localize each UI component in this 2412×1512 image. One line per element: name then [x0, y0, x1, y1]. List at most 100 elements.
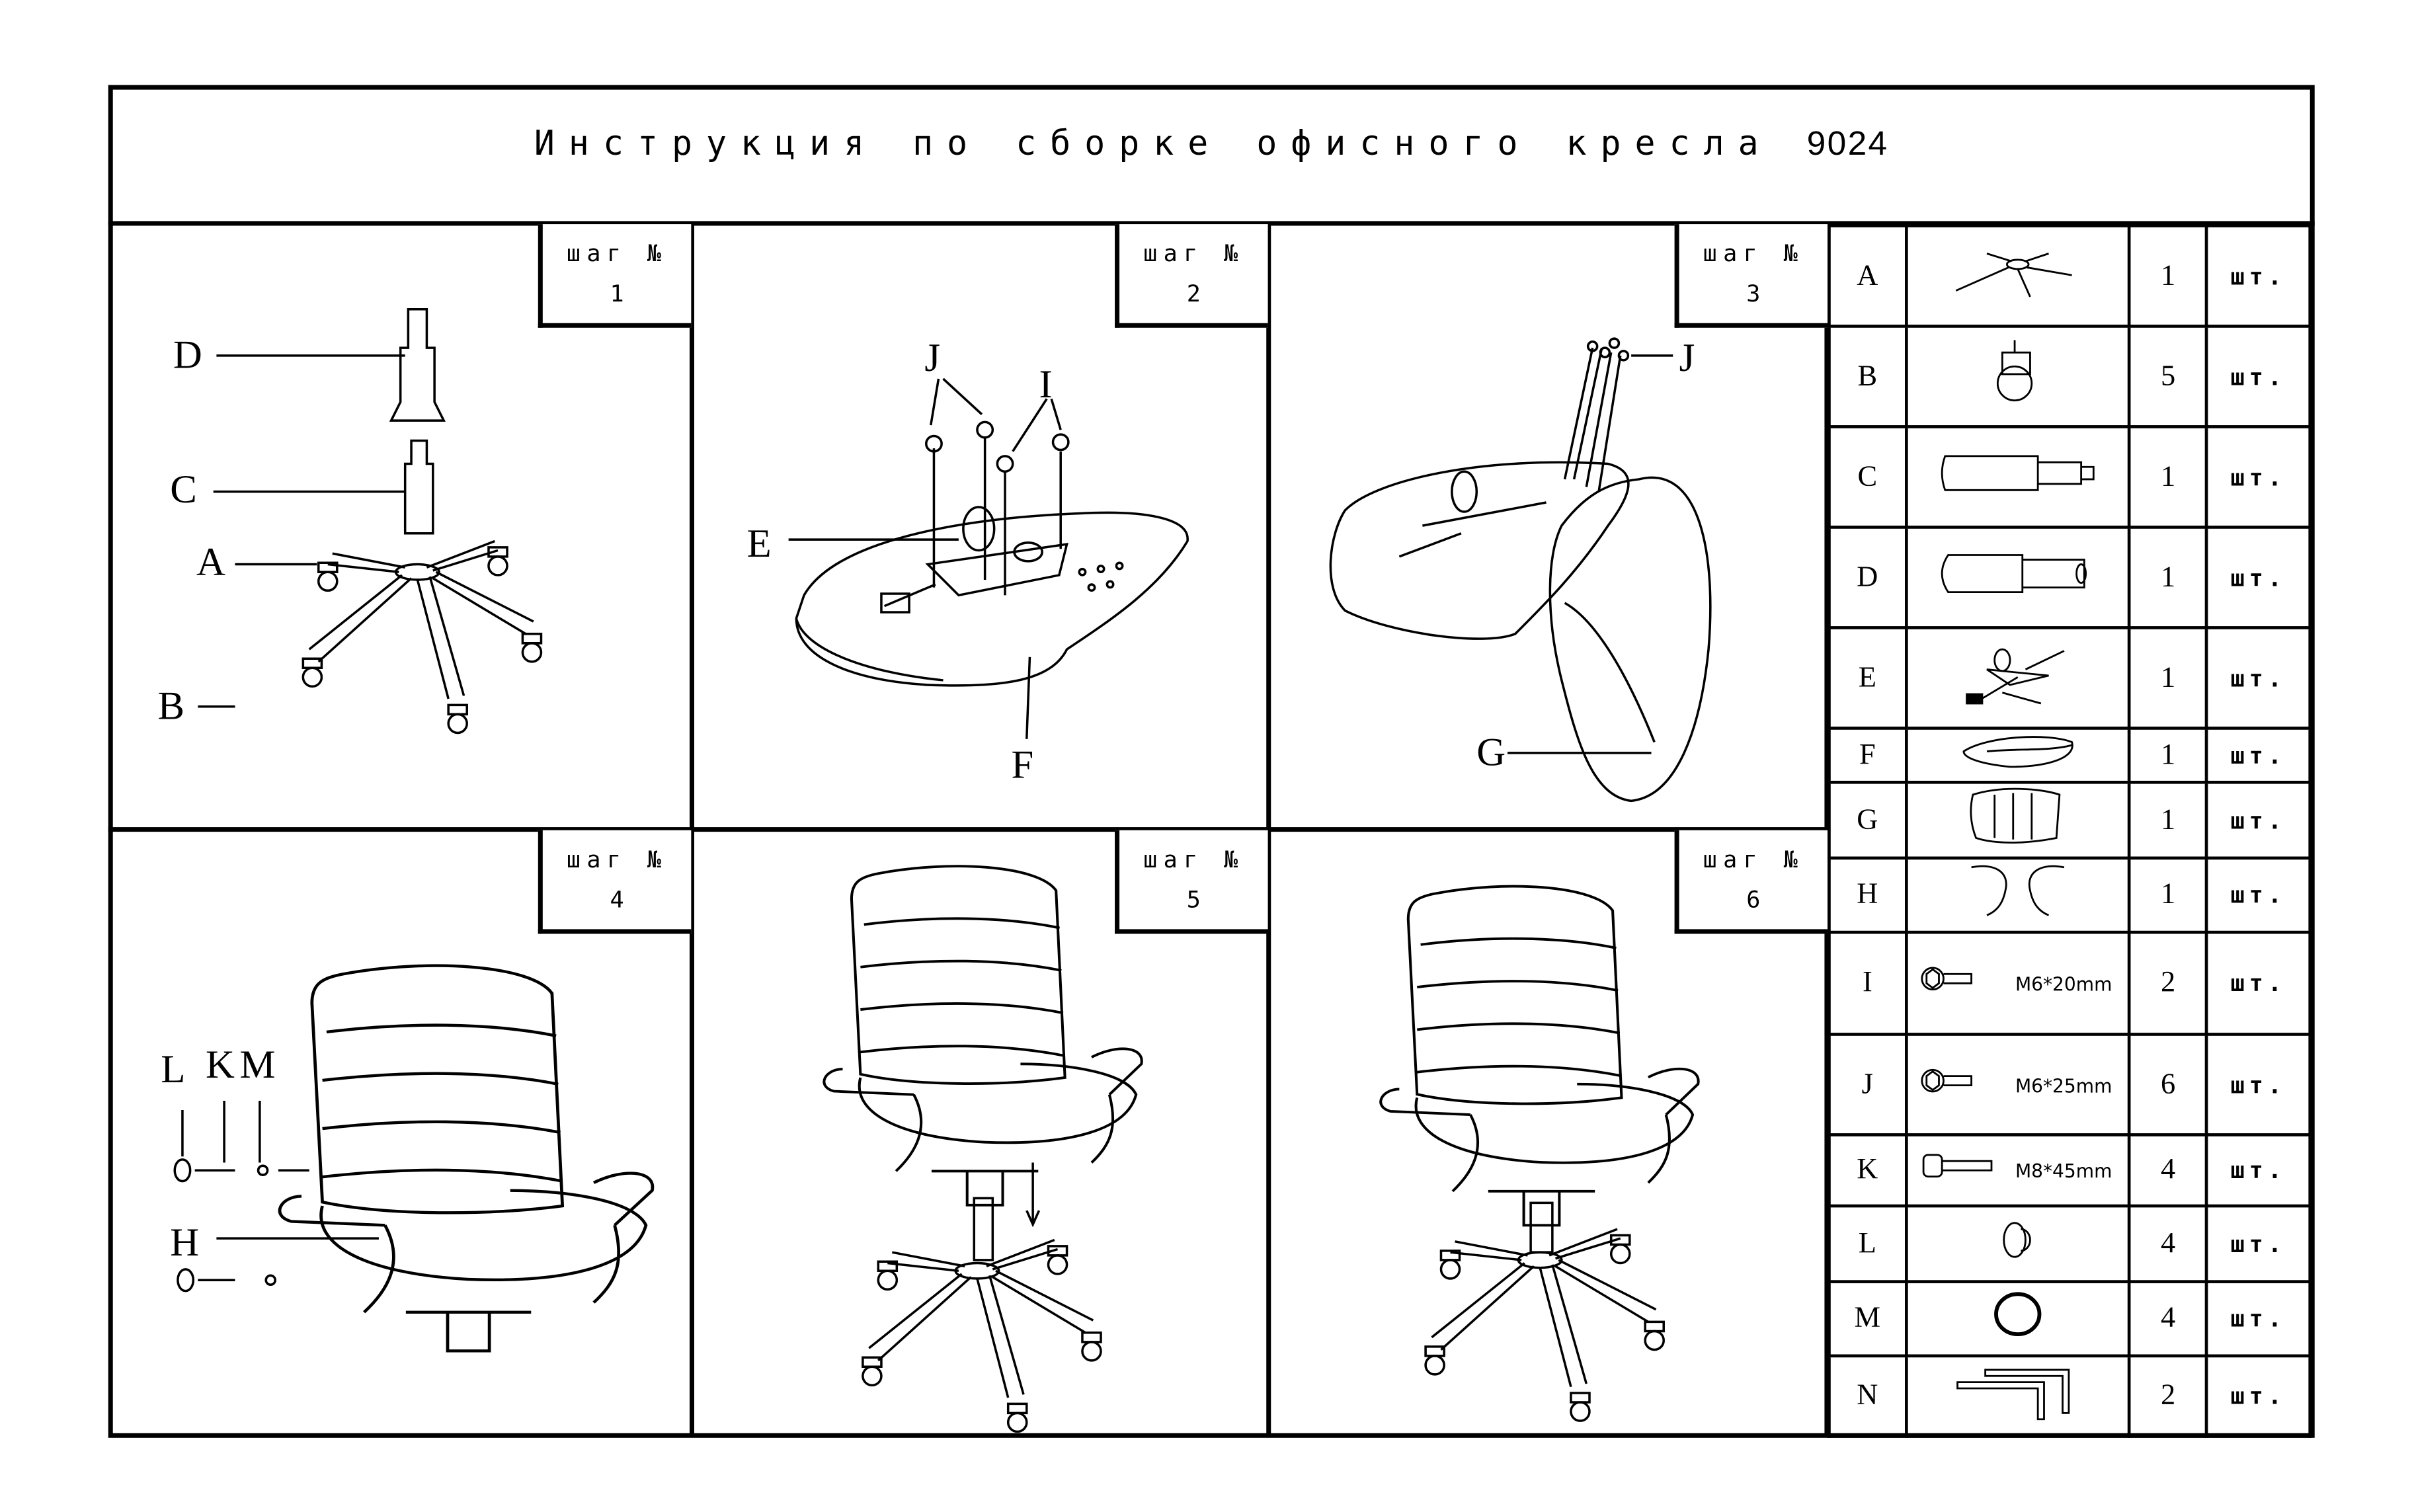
step2-drawing — [788, 378, 1189, 739]
title-text: Инструкция по сборке офисного кресла — [534, 125, 1773, 164]
part-letter: H — [1828, 856, 1908, 934]
step5-drawing — [824, 866, 1141, 1431]
part-quantity: 2 — [2127, 1354, 2209, 1438]
part-letter: A — [1828, 224, 1908, 328]
part-unit: шт. — [2205, 224, 2312, 328]
step-number: 1 — [610, 280, 624, 308]
part-quantity: 1 — [2127, 224, 2209, 328]
step-word: шаг № — [1143, 846, 1244, 874]
socket-bolt-icon — [1919, 1150, 1997, 1191]
part-image — [1904, 224, 2131, 328]
part-image — [1904, 856, 2131, 934]
part-unit: шт. — [2205, 425, 2312, 529]
part-image — [1904, 1354, 2131, 1438]
label-i: I — [1039, 362, 1052, 407]
part-image — [1904, 1280, 2131, 1358]
part-quantity: 1 — [2127, 727, 2209, 784]
part-letter: B — [1828, 325, 1908, 428]
part-letter: I — [1828, 930, 1908, 1036]
label-j: J — [924, 336, 940, 380]
step-number: 5 — [1186, 885, 1201, 914]
part-letter: E — [1828, 626, 1908, 730]
chair-base-icon — [1940, 241, 2095, 312]
label-f: F — [1011, 742, 1033, 787]
part-spec: M8*45mm — [2015, 1160, 2112, 1183]
step6-drawing — [1381, 887, 1698, 1421]
seat-icon — [1956, 732, 2079, 778]
part-unit: шт. — [2205, 1354, 2312, 1438]
backrest-icon — [1963, 785, 2071, 856]
part-letter: N — [1828, 1354, 1908, 1438]
caster-icon — [1971, 333, 2064, 420]
step3-drawing — [1329, 337, 1712, 803]
part-image — [1904, 780, 2131, 860]
label-h: H — [170, 1220, 199, 1265]
part-unit: шт. — [2205, 1280, 2312, 1358]
step-word: шаг № — [566, 239, 668, 268]
part-quantity: 1 — [2127, 526, 2209, 629]
part-unit: шт. — [2205, 856, 2312, 934]
label-j: J — [1679, 336, 1695, 380]
part-quantity: 1 — [2127, 780, 2209, 860]
part-letter: G — [1828, 780, 1908, 860]
part-quantity: 2 — [2127, 930, 2209, 1036]
label-a: A — [196, 540, 225, 584]
part-unit: шт. — [2205, 526, 2312, 629]
part-image: M8*45mm — [1904, 1133, 2131, 1208]
label-g: G — [1476, 731, 1506, 775]
step-word: шаг № — [1703, 846, 1804, 874]
part-image: M6*25mm — [1904, 1033, 2131, 1136]
part-unit: шт. — [2205, 325, 2312, 428]
divider — [1824, 224, 1829, 1435]
hex-key-icon — [1948, 1361, 2087, 1432]
step1-drawing — [198, 307, 541, 733]
part-image — [1904, 727, 2131, 784]
part-image: M6*20mm — [1904, 930, 2131, 1036]
gas-cylinder-icon — [1933, 449, 2103, 504]
step-word: шаг № — [566, 846, 668, 874]
part-unit: шт. — [2205, 1133, 2312, 1208]
label-b: B — [158, 684, 185, 728]
part-unit: шт. — [2205, 1033, 2312, 1136]
part-quantity: 4 — [2127, 1133, 2209, 1208]
part-letter: D — [1828, 526, 1908, 629]
step-word: шаг № — [1143, 239, 1244, 268]
part-image — [1904, 325, 2131, 428]
part-unit: шт. — [2205, 727, 2312, 784]
label-k: K — [206, 1043, 235, 1087]
sheet-border — [108, 85, 2315, 1438]
part-unit: шт. — [2205, 930, 2312, 1036]
label-l: L — [161, 1047, 185, 1092]
part-letter: L — [1828, 1204, 1908, 1283]
divider — [689, 224, 694, 1435]
part-quantity: 4 — [2127, 1280, 2209, 1358]
part-quantity: 6 — [2127, 1033, 2209, 1136]
hex-bolt-icon — [1919, 1064, 1982, 1105]
step-5-label: шаг № 5 — [1115, 830, 1268, 934]
part-image — [1904, 626, 2131, 730]
part-unit: шт. — [2205, 1204, 2312, 1283]
step-1-label: шаг № 1 — [538, 224, 692, 328]
armrests-icon — [1963, 859, 2071, 931]
step4-drawing — [173, 966, 653, 1351]
step-word: шаг № — [1703, 239, 1804, 268]
part-unit: шт. — [2205, 626, 2312, 730]
part-quantity: 1 — [2127, 425, 2209, 529]
label-e: E — [746, 522, 771, 566]
